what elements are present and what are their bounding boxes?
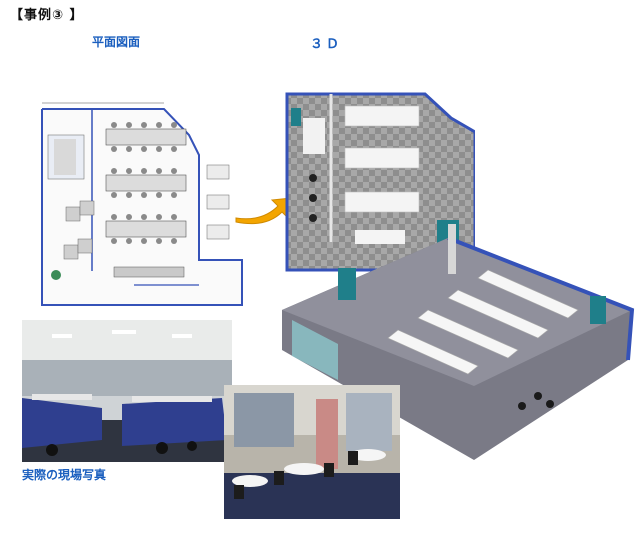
office-photo xyxy=(22,320,232,462)
meeting-area-photo xyxy=(224,385,400,519)
page-heading: 【事例③ 】 xyxy=(10,8,84,23)
photos-label: 実際の現場写真 xyxy=(22,468,107,482)
floor-plan-label: 平面図面 xyxy=(92,35,141,49)
three-d-label: ３Ｄ xyxy=(310,37,343,52)
floor-plan-drawing xyxy=(14,95,246,307)
three-d-isometric-render xyxy=(282,224,635,460)
three-d-topdown-render xyxy=(285,92,475,272)
